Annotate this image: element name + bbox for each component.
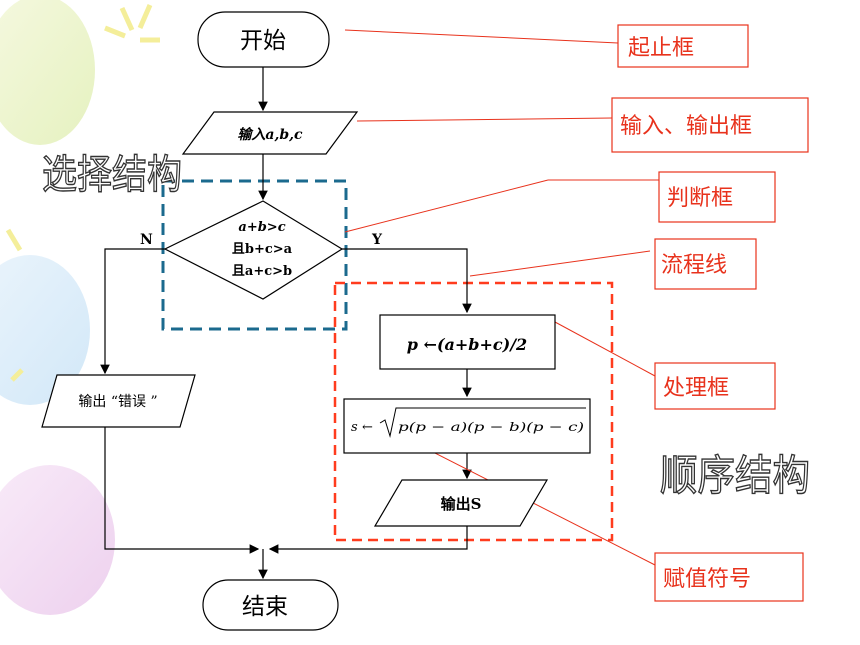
callout-flowline: 流程线 — [654, 238, 757, 290]
output-error-box: 输出 “错误 ” — [41, 374, 196, 428]
input-box: 输入a,b,c — [181, 111, 359, 155]
process-label: p ←(a+b+c)/2 — [407, 335, 527, 354]
callout-process: 处理框 — [654, 362, 776, 410]
callout-decision: 判断框 — [658, 171, 776, 223]
output-s-box: 输出S — [373, 479, 549, 527]
assignment-box: s ← p(p − a)(p − b)(p − c) — [343, 398, 591, 454]
flow-lines — [100, 67, 472, 580]
decision-line-1: a+b>c — [238, 220, 285, 235]
branch-no-label: N — [140, 232, 153, 248]
sequence-structure-label: 顺序结构 — [660, 451, 810, 500]
decision-line-2: 且b+c>a — [232, 242, 293, 257]
callout-io-label: 输入、输出框 — [620, 114, 752, 139]
process-box: p ←(a+b+c)/2 — [379, 314, 556, 370]
assignment-arrow-icon: ← — [362, 420, 373, 435]
callout-assignment: 赋值符号 — [654, 552, 804, 602]
decision-line-3: 且a+c>b — [232, 264, 292, 279]
output-s-label: 输出S — [441, 495, 482, 513]
callout-process-label: 处理框 — [663, 376, 729, 401]
selection-structure-box — [161, 179, 348, 331]
callout-terminal: 起止框 — [617, 24, 749, 68]
assignment-lhs: s — [351, 420, 358, 435]
callout-decision-label: 判断框 — [667, 186, 733, 211]
end-terminal: 结束 — [202, 579, 339, 631]
selection-structure-label: 选择结构 — [42, 152, 182, 198]
decision-diamond: a+b>c 且b+c>a 且a+c>b — [163, 200, 344, 300]
callout-flowline-label: 流程线 — [661, 253, 727, 278]
input-label: 输入a,b,c — [237, 126, 303, 143]
start-label: 开始 — [240, 28, 286, 54]
output-error-label: 输出 “错误 ” — [78, 394, 157, 410]
start-terminal: 开始 — [197, 11, 330, 68]
callout-io: 输入、输出框 — [611, 97, 809, 153]
sqrt-sign-icon — [379, 407, 586, 438]
branch-yes-label: Y — [371, 232, 383, 248]
callout-assignment-label: 赋值符号 — [663, 567, 751, 592]
background-decoration — [0, 0, 160, 615]
end-label: 结束 — [242, 594, 288, 620]
callout-terminal-label: 起止框 — [628, 36, 694, 61]
sequence-structure-box — [333, 281, 614, 542]
assignment-expression: p(p − a)(p − b)(p − c) — [398, 419, 584, 434]
